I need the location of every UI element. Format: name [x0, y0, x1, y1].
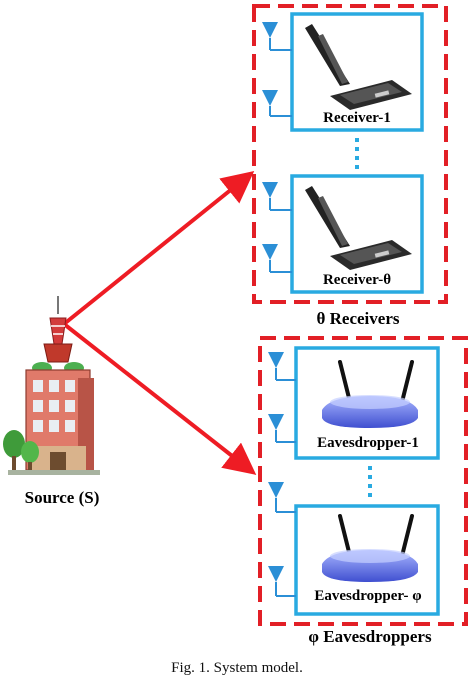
antenna-icon	[262, 182, 292, 211]
receivers-group-label: θ Receivers	[317, 309, 400, 328]
eavesdropper-1-label: Eavesdropper-1	[317, 435, 419, 451]
tower-building-icon	[3, 296, 100, 475]
eavesdropper-phi-node: Eavesdropper- φ	[268, 482, 440, 616]
eavesdroppers-group-label: φ Eavesdroppers	[308, 627, 432, 646]
wifi-router-icon	[322, 514, 418, 582]
wifi-router-icon	[322, 360, 418, 428]
receiver-1-node: Receiver-1	[262, 12, 424, 132]
laptop-icon	[305, 186, 412, 270]
antenna-icon	[262, 22, 292, 51]
figure-caption: Fig. 1. System model.	[171, 660, 303, 676]
laptop-icon	[305, 24, 412, 110]
arrow-to-eavesdroppers	[62, 322, 257, 475]
antenna-icon	[262, 90, 292, 117]
receiver-theta-node: Receiver-θ	[262, 174, 424, 294]
eavesdropper-phi-label: Eavesdropper- φ	[314, 588, 421, 604]
source-label: Source (S)	[25, 488, 100, 507]
receiver-1-box	[290, 12, 424, 132]
arrow-to-receivers	[62, 170, 255, 326]
antenna-icon	[268, 566, 296, 597]
antenna-icon	[268, 482, 296, 513]
antenna-icon	[268, 414, 296, 443]
eavesdroppers-group-box	[258, 336, 468, 626]
receiver-theta-label: Receiver-θ	[323, 272, 391, 288]
antenna-icon	[268, 352, 296, 381]
eavesdropper-1-node: Eavesdropper-1	[268, 346, 440, 460]
receiver-1-label: Receiver-1	[323, 110, 391, 126]
antenna-icon	[262, 244, 292, 273]
receivers-group-box	[252, 4, 448, 304]
